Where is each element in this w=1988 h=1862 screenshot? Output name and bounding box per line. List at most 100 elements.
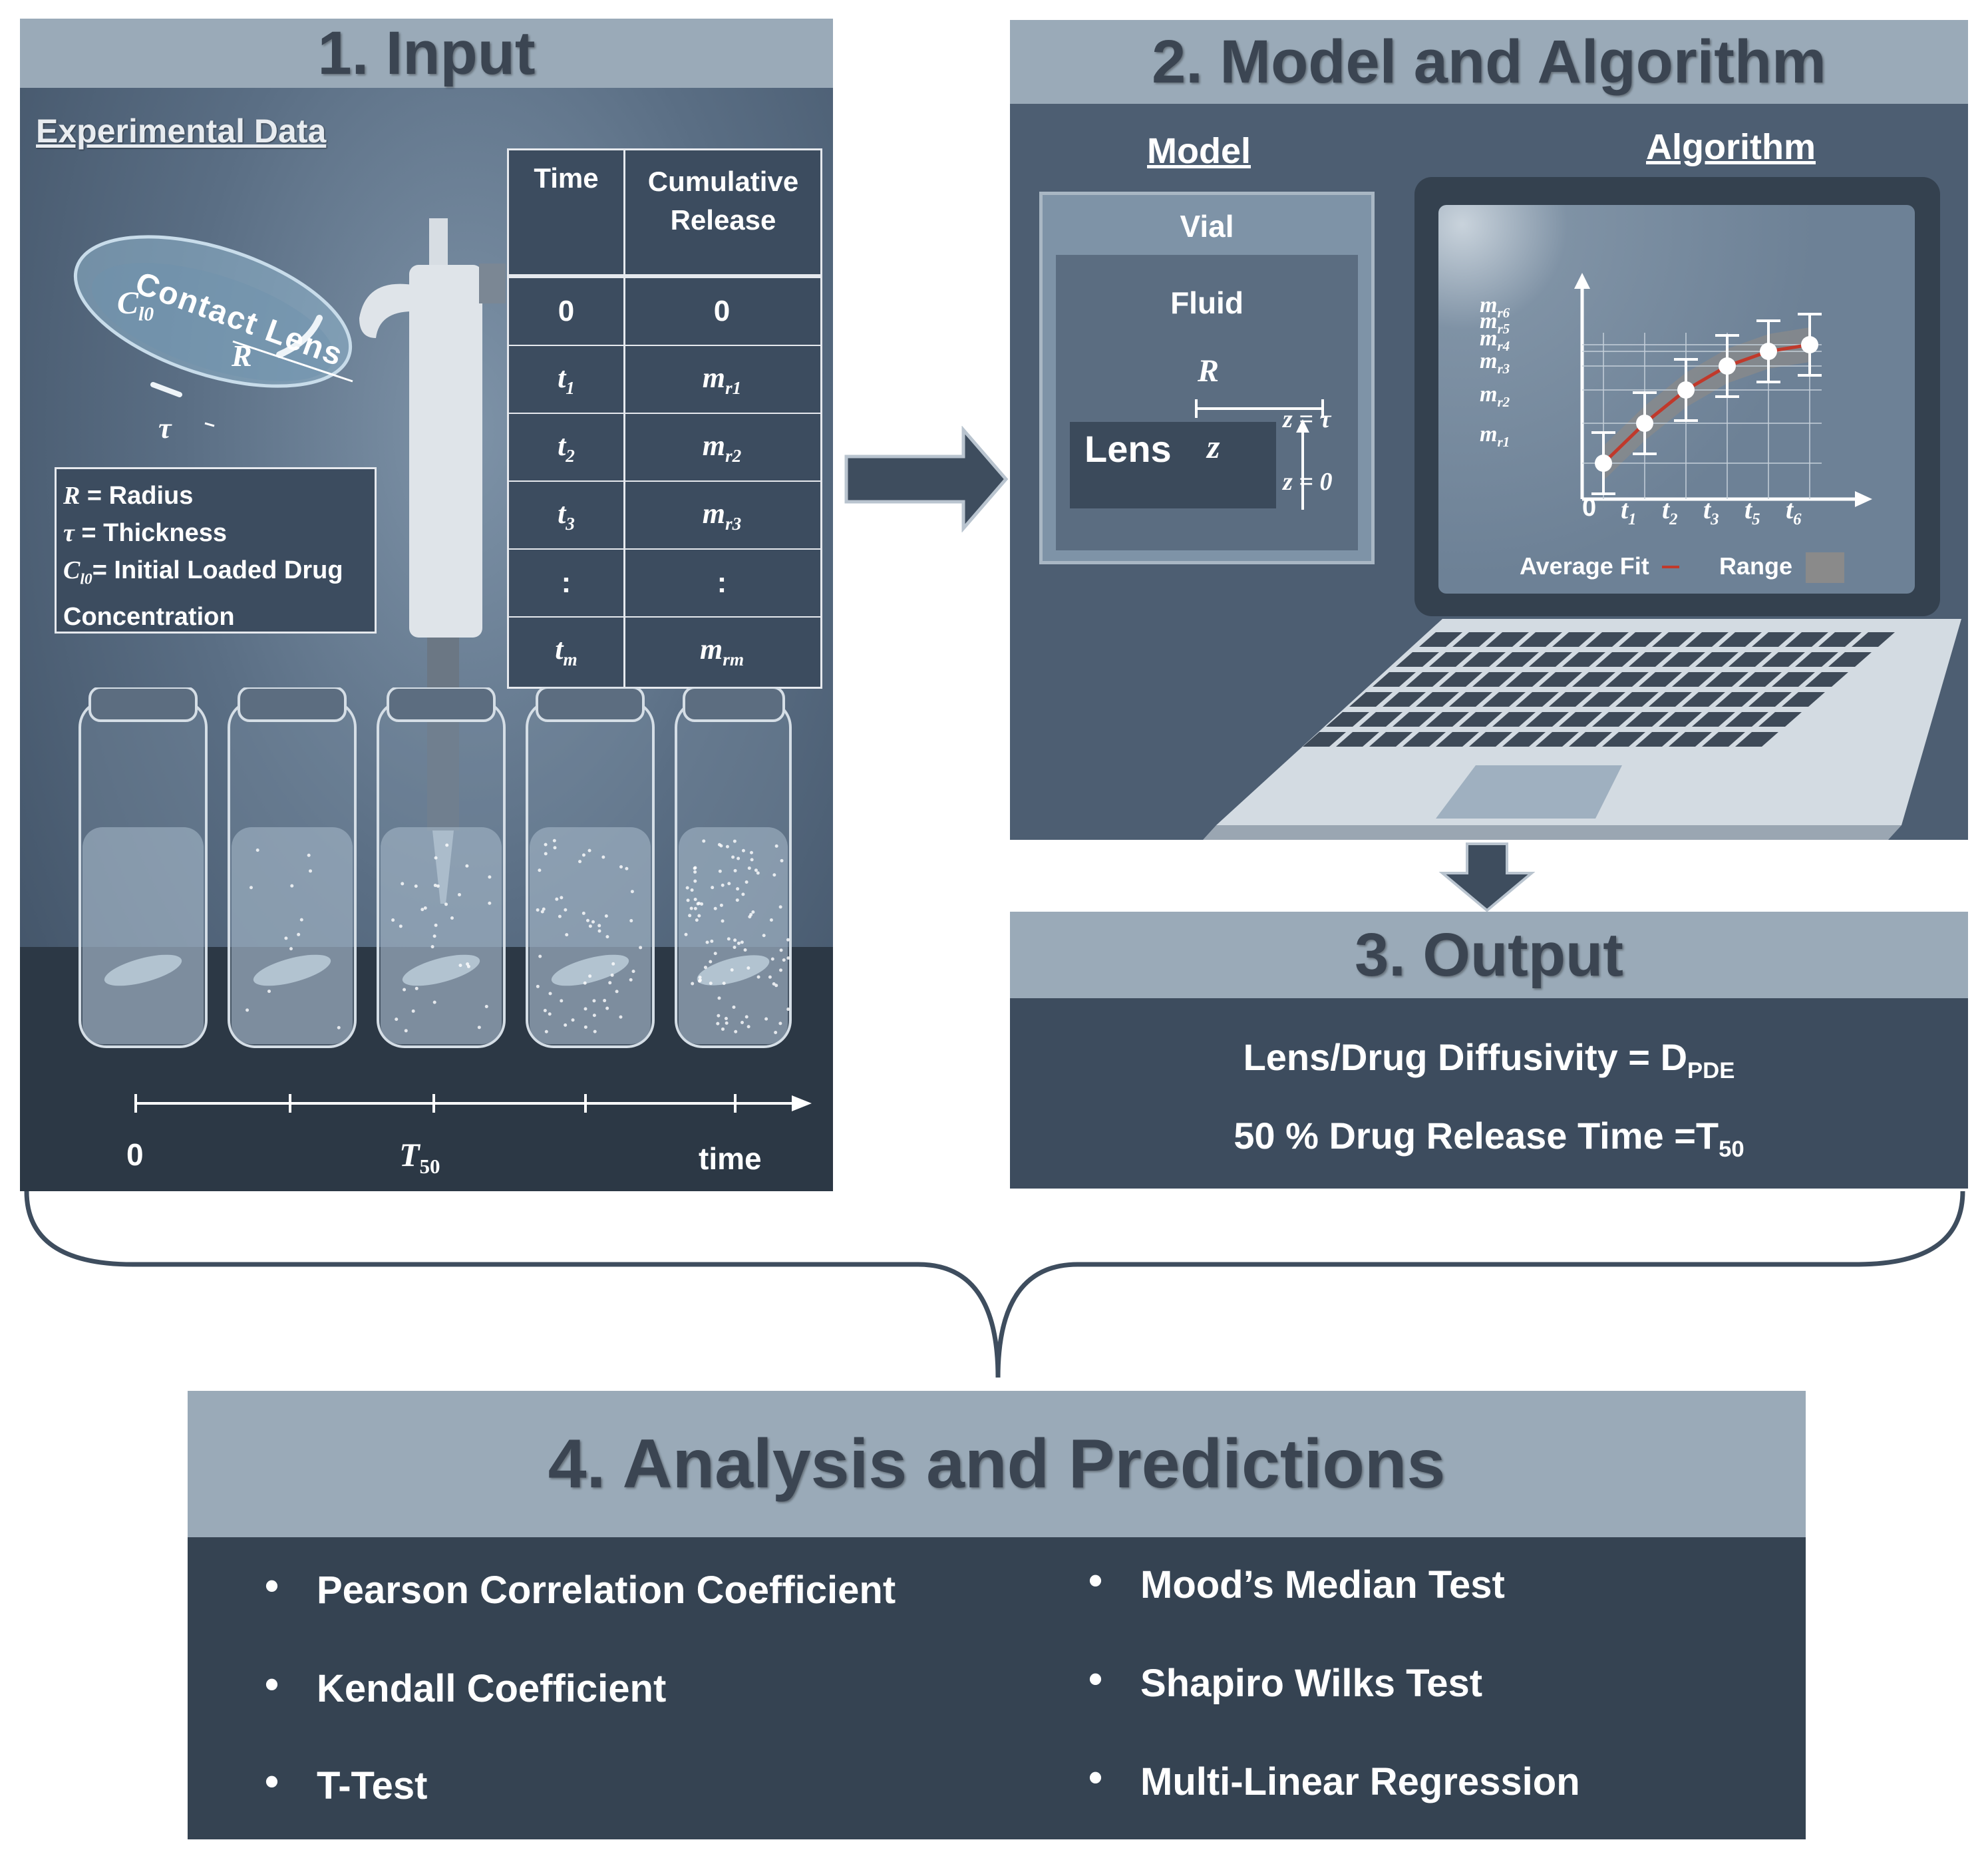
drug-particle <box>774 984 778 988</box>
keyboard-key <box>1572 672 1615 687</box>
keyboard-key <box>1539 672 1582 687</box>
drug-particle <box>695 918 699 922</box>
lens-label: Lens <box>1084 428 1172 470</box>
timeline-axis <box>134 1094 812 1113</box>
drug-particle <box>403 988 407 992</box>
lens-highlight <box>150 382 182 397</box>
table-body: 0 0 t1 mr1 t2 mr2 t3 mr3 : : tm mrm <box>509 278 820 687</box>
keyboard-key <box>1739 672 1782 687</box>
drug-particle <box>466 962 470 966</box>
keyboard-key <box>1303 732 1346 747</box>
drug-particle <box>309 869 313 873</box>
data-point <box>1636 415 1653 432</box>
keyboard-key <box>1403 732 1446 747</box>
drug-particle <box>629 978 633 982</box>
drug-particle <box>434 923 438 927</box>
fit-plot <box>1574 273 1872 507</box>
drug-particle <box>548 992 552 996</box>
keyboard-key <box>1336 732 1379 747</box>
touchpad <box>1436 765 1622 819</box>
keyboard-key <box>1672 672 1715 687</box>
drug-particle <box>749 850 753 854</box>
drug-particle <box>267 990 271 994</box>
keyboard-key <box>1582 692 1625 707</box>
drug-particle <box>782 958 786 962</box>
drug-particle <box>703 966 707 970</box>
drug-particle <box>736 887 740 891</box>
drug-particle <box>597 929 601 933</box>
data-point <box>1801 336 1818 353</box>
keyboard-key <box>1729 652 1772 667</box>
bullet-icon: • <box>265 1563 279 1608</box>
drug-particle <box>603 999 607 1003</box>
keyboard-key <box>1529 652 1572 667</box>
analysis-item: Mood’s Median Test <box>1140 1563 1505 1606</box>
bullet-icon: • <box>1088 1558 1103 1602</box>
keyboard-key <box>1393 712 1436 727</box>
drug-particle <box>754 868 758 872</box>
keyboard-key <box>1752 632 1795 647</box>
drug-particle <box>299 918 303 922</box>
keyboard-key <box>1692 712 1735 727</box>
keyboard-key <box>1762 652 1805 667</box>
keyboard-key <box>1702 732 1745 747</box>
keyboard-key <box>1562 652 1605 667</box>
arrow-down-icon <box>1438 842 1536 912</box>
y-tick-label: mr2 <box>1480 382 1510 410</box>
drug-particle <box>702 839 706 843</box>
keyboard-key <box>1519 632 1562 647</box>
keyboard-key <box>1552 632 1595 647</box>
drug-particle <box>786 956 790 960</box>
timeline-t50-label: T50 <box>399 1136 440 1178</box>
drug-particle <box>745 880 748 884</box>
y-tick-label: mr1 <box>1480 422 1510 450</box>
keyboard-key <box>1805 672 1848 687</box>
drug-particle <box>717 1014 721 1018</box>
drug-particle <box>727 937 731 941</box>
keyboard-key <box>1685 632 1729 647</box>
drug-particle <box>746 1025 750 1029</box>
keyboard-key <box>1416 692 1459 707</box>
drug-particle <box>395 1018 399 1022</box>
drug-particle <box>737 856 741 860</box>
analysis-item: Pearson Correlation Coefficient <box>317 1569 896 1612</box>
analysis-title: 4. Analysis and Predictions <box>188 1391 1806 1537</box>
keyboard-key <box>1758 712 1802 727</box>
drug-particle <box>689 906 693 910</box>
drug-particle <box>725 1021 729 1025</box>
timeline-start-label: 0 <box>126 1137 144 1172</box>
drug-particle <box>737 941 741 945</box>
drug-particle <box>756 975 760 979</box>
y-tick-label: mr3 <box>1480 349 1510 377</box>
output-diffusivity: Lens/Drug Diffusivity = DPDE <box>1243 1036 1735 1084</box>
data-point <box>1677 381 1695 399</box>
drug-particle <box>558 914 562 918</box>
y-tick-label: mr6 <box>1480 293 1510 321</box>
vial <box>377 687 506 1048</box>
drug-particle <box>733 938 737 942</box>
keyboard-key <box>1469 732 1512 747</box>
drug-particle <box>536 984 540 988</box>
drug-particle <box>751 910 755 914</box>
table-row: : : <box>509 550 820 618</box>
drug-particle <box>588 974 592 978</box>
keyboard-key <box>1419 632 1462 647</box>
drug-particle <box>693 898 697 902</box>
lens-slab <box>1070 422 1276 508</box>
drug-particle <box>477 1025 481 1029</box>
keyboard-key <box>1462 652 1506 667</box>
radius-line <box>232 340 353 383</box>
drug-particle <box>414 884 418 888</box>
drug-particle <box>553 846 557 850</box>
z-zero-label: z = 0 <box>1283 468 1333 496</box>
drug-particles <box>246 838 790 1034</box>
drug-particle <box>458 964 462 968</box>
algorithm-label: Algorithm <box>1646 127 1816 167</box>
lens-shading <box>92 263 335 381</box>
drug-particle <box>700 902 704 906</box>
drug-particle <box>391 918 395 922</box>
drug-particle <box>581 911 585 915</box>
lens-highlight <box>276 315 323 358</box>
keyboard-key <box>1439 672 1482 687</box>
keyboard-key <box>1472 672 1516 687</box>
